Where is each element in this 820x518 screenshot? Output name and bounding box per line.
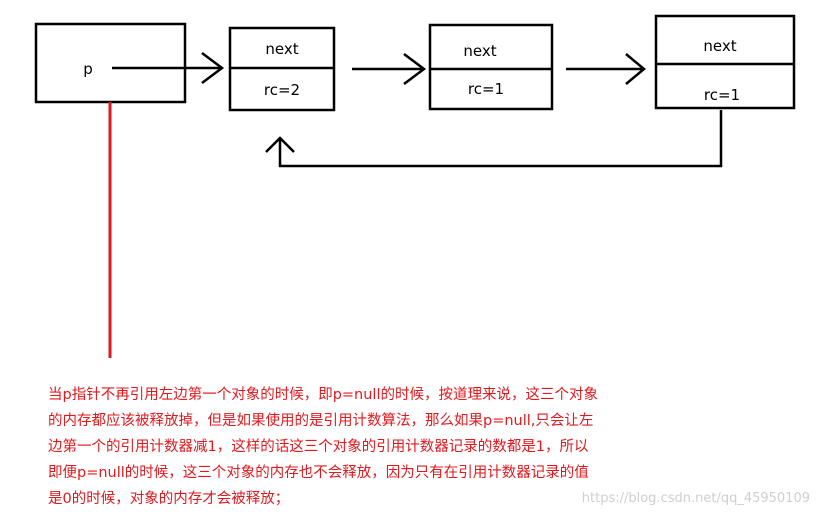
arrow-node1-to-node2-head xyxy=(403,53,427,85)
explanation-text: 当p指针不再引用左边第一个对象的时候，即p=null的时候，按道理来说，这三个对… xyxy=(48,382,668,512)
arrow-node3-to-node1 xyxy=(278,110,723,168)
explanation-line: 边第一个的引用计数器减1，这样的话这三个对象的引用计数器记录的数都是1，所以 xyxy=(48,439,589,455)
node-2-rc-label: rc=1 xyxy=(468,80,504,98)
node-1-next-label: next xyxy=(265,40,298,58)
explanation-line: 即便p=null的时候，这三个对象的内存也不会释放，因为只有在引用计数器记录的值 xyxy=(48,465,589,481)
arrow-p-to-node1-head xyxy=(201,52,225,84)
pointer-p-box xyxy=(34,22,187,104)
node-1-rc-label: rc=2 xyxy=(264,81,300,99)
arrow-node2-to-node3-head xyxy=(625,53,646,85)
object-node-2 xyxy=(428,23,554,111)
explanation-line: 的内存都应该被释放掉，但是如果使用的是引用计数算法，那么如果p=null,只会让… xyxy=(48,413,594,429)
arrow-node3-to-node1-head xyxy=(265,136,295,153)
explanation-line: 当p指针不再引用左边第一个对象的时候，即p=null的时候，按道理来说，这三个对… xyxy=(48,387,598,403)
pointer-p-label: p xyxy=(83,60,93,78)
node-3-next-label: next xyxy=(703,37,736,55)
node-3-rc-label: rc=1 xyxy=(704,86,740,104)
explanation-line: 是0的时候，对象的内存才会被释放； xyxy=(48,491,290,507)
watermark: https://blog.csdn.net/qq_45950109 xyxy=(581,491,810,506)
object-node-3 xyxy=(654,14,796,110)
node-2-next-label: next xyxy=(463,42,496,60)
